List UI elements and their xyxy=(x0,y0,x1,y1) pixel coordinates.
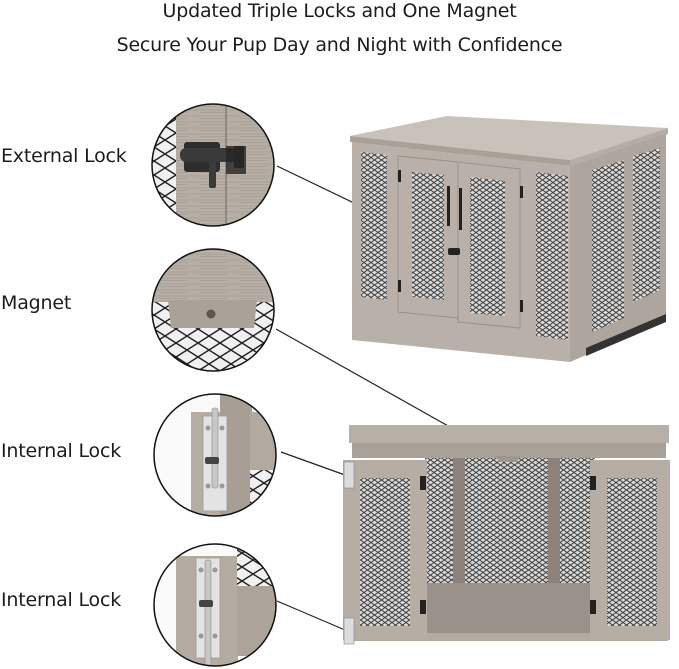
magnet-catch-icon xyxy=(151,248,275,372)
callout-label-internal-lock-bottom: Internal Lock xyxy=(1,589,121,611)
callout-label-magnet: Magnet xyxy=(1,292,72,314)
headline-subtitle: Secure Your Pup Day and Night with Confi… xyxy=(116,34,563,56)
dog-crate-closed xyxy=(350,116,668,362)
headline-title: Updated Triple Locks and One Magnet xyxy=(162,0,517,22)
internal-slide-bolt-icon xyxy=(153,393,277,517)
callout-label-internal-lock-top: Internal Lock xyxy=(1,440,121,462)
dog-crate-open xyxy=(343,425,670,645)
external-barrel-lock-icon xyxy=(151,103,275,227)
leader-line-internal-lock-bottom xyxy=(276,600,346,631)
callout-label-external-lock: External Lock xyxy=(1,145,127,167)
leader-line-internal-lock-top xyxy=(280,451,346,476)
internal-slide-bolt-icon-bottom xyxy=(153,543,277,667)
